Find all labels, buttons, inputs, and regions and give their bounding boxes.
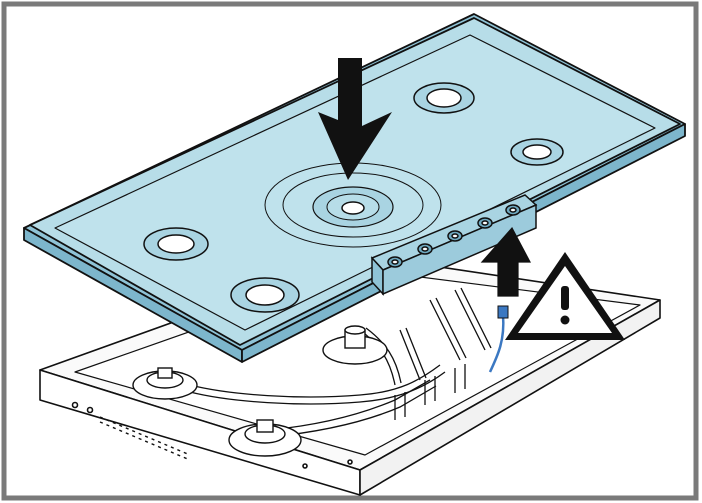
burner-cutouts <box>143 82 564 313</box>
cable <box>488 314 505 373</box>
knob-spindle <box>477 217 493 229</box>
cable-connector <box>497 305 509 319</box>
knob-spindle <box>447 230 463 242</box>
arrow-up-icon <box>480 226 531 297</box>
burner-bases <box>132 325 388 457</box>
burner-cutout <box>230 277 300 313</box>
knob-spindle <box>417 243 433 255</box>
burner-cutout <box>341 201 365 215</box>
burner-cutout <box>413 82 475 114</box>
arrow-down-icon <box>318 58 392 180</box>
control-strip <box>370 194 538 296</box>
knob-spindle <box>505 204 521 216</box>
burner-cutout <box>510 138 564 166</box>
hob-top-plate <box>23 13 686 363</box>
burner-cutout <box>143 227 209 261</box>
warning-triangle-icon <box>505 252 625 340</box>
knob-spindle <box>387 256 403 268</box>
